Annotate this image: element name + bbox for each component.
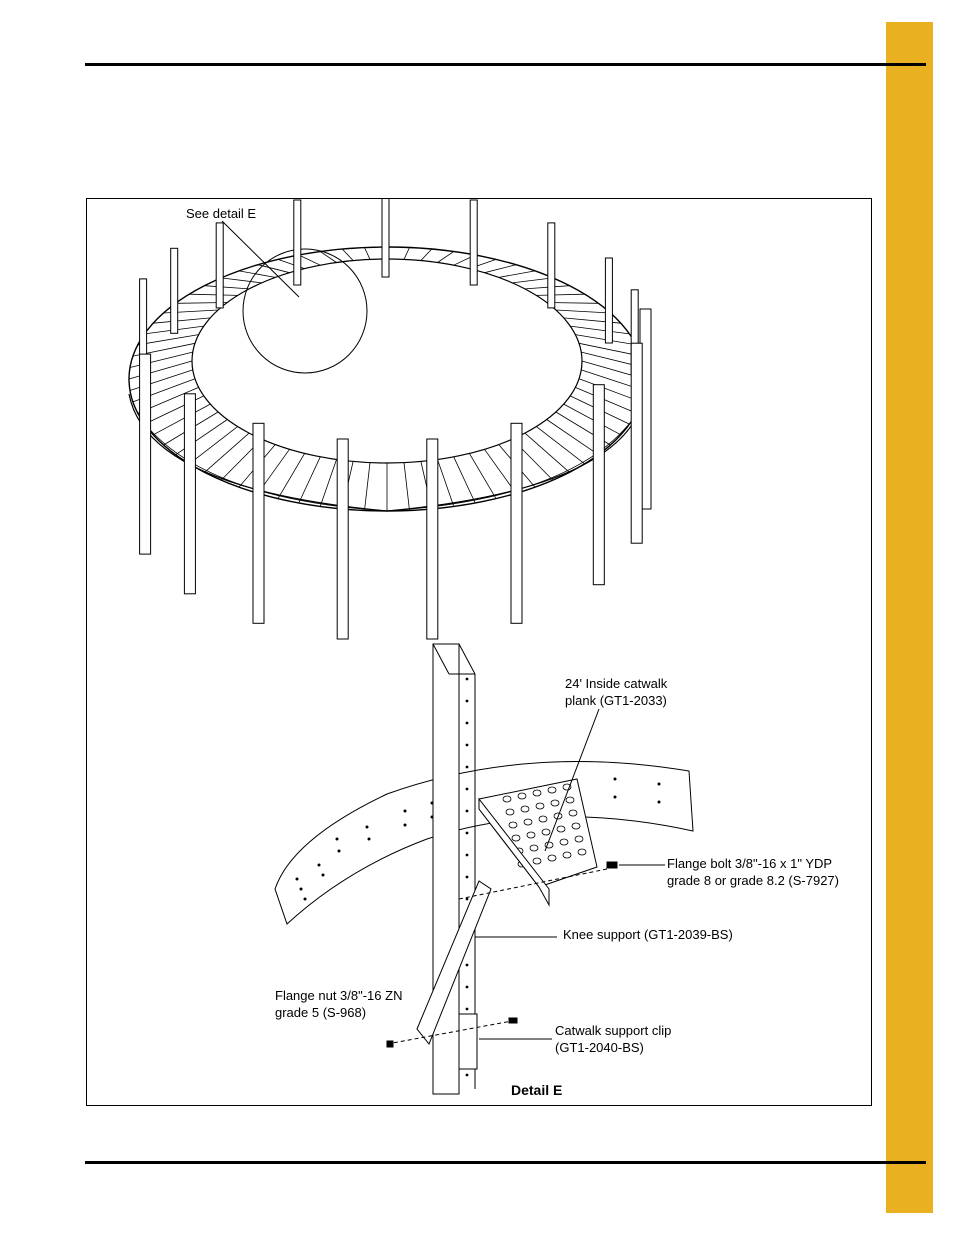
see-detail-callout: See detail E <box>186 206 257 221</box>
figure-frame: See detail E 24' Inside catwalk plank (G… <box>86 198 872 1106</box>
flange-bolt-callout: Flange bolt 3/8"-16 x 1" YDP grade 8 or … <box>667 856 839 888</box>
knee-support-callout: Knee support (GT1-2039-BS) <box>563 927 733 942</box>
plank-callout: 24' Inside catwalk plank (GT1-2033) <box>565 676 668 708</box>
detail-e-title: Detail E <box>511 1082 563 1098</box>
catwalk-assembly-drawing <box>128 199 694 1095</box>
detail-e-drawing <box>274 643 694 1095</box>
chapter-side-tab <box>886 22 933 1213</box>
support-clip-callout: Catwalk support clip (GT1-2040-BS) <box>555 1023 672 1055</box>
header-rule <box>85 63 926 66</box>
footer-rule <box>85 1161 926 1164</box>
flange-nut-callout: Flange nut 3/8"-16 ZN grade 5 (S-968) <box>275 988 403 1020</box>
